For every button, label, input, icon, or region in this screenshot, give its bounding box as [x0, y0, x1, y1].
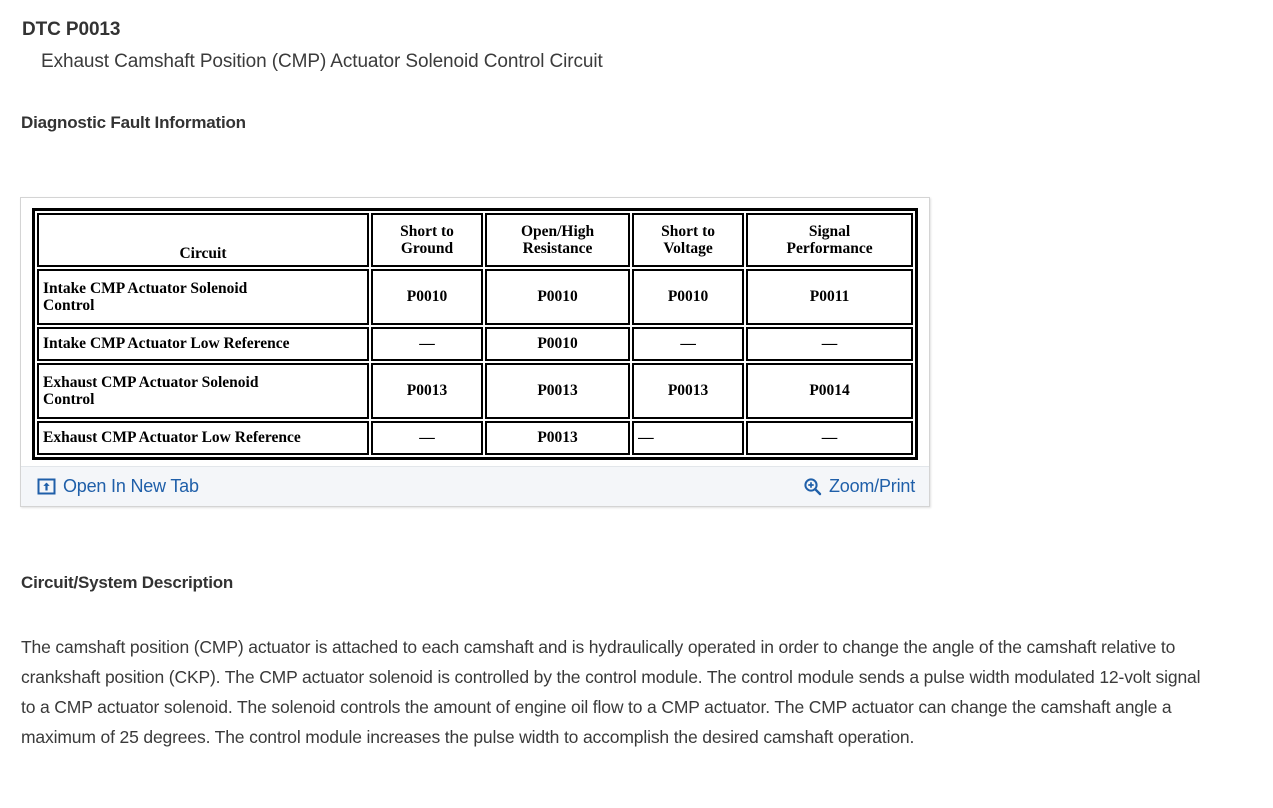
column-header-short-to-voltage: Short to Voltage: [632, 213, 745, 267]
column-header-open-high-resistance-line1: Open/High: [520, 222, 595, 240]
cell-circuit-name-line2: Control: [43, 391, 95, 408]
cell-short-to-voltage: —: [632, 421, 745, 455]
column-header-circuit: Circuit: [37, 213, 369, 267]
figure-content: Circuit Short to Ground Open/High Resist…: [21, 198, 929, 466]
cell-signal-performance: P0011: [746, 269, 913, 325]
section-heading-diagnostic-fault-information: Diagnostic Fault Information: [21, 113, 246, 132]
cell-short-to-ground: P0010: [371, 269, 484, 325]
column-header-open-high-resistance-line2: Resistance: [522, 240, 593, 257]
open-in-new-tab-icon: [37, 477, 56, 496]
cell-signal-performance: —: [746, 327, 913, 361]
column-header-signal-performance-line1: Signal: [808, 222, 851, 240]
cell-short-to-ground: —: [371, 421, 484, 455]
column-header-short-to-ground-line1: Short to: [400, 222, 454, 240]
magnifier-plus-icon: [803, 477, 822, 496]
cell-circuit-name: Exhaust CMP Actuator Low Reference: [37, 421, 369, 455]
column-header-short-to-ground: Short to Ground: [371, 213, 484, 267]
table-row: Exhaust CMP Actuator Low Reference — P00…: [37, 421, 913, 455]
open-in-new-tab-button[interactable]: Open In New Tab: [37, 476, 199, 497]
cell-signal-performance: —: [746, 421, 913, 455]
cell-short-to-voltage: P0013: [632, 363, 745, 419]
table-header-row: Circuit Short to Ground Open/High Resist…: [37, 213, 913, 267]
table-row: Intake CMP Actuator Low Reference — P001…: [37, 327, 913, 361]
diagnostic-fault-figure: Circuit Short to Ground Open/High Resist…: [20, 197, 930, 507]
cell-circuit-name: Exhaust CMP Actuator Solenoid Control: [37, 363, 369, 419]
diagnostic-fault-table: Circuit Short to Ground Open/High Resist…: [32, 208, 918, 460]
column-header-short-to-ground-line2: Ground: [400, 240, 454, 257]
column-header-open-high-resistance: Open/High Resistance: [485, 213, 631, 267]
column-header-short-to-voltage-line2: Voltage: [663, 240, 713, 257]
cell-circuit-name-line2: Control: [43, 297, 95, 314]
zoom-print-button[interactable]: Zoom/Print: [803, 476, 915, 497]
section-heading-circuit-system-description: Circuit/System Description: [21, 573, 234, 592]
figure-toolbar: Open In New Tab Zoom/Print: [21, 466, 929, 506]
cell-short-to-ground: —: [371, 327, 484, 361]
page-title: DTC P0013: [22, 19, 121, 40]
cell-circuit-name: Intake CMP Actuator Solenoid Control: [37, 269, 369, 325]
table-row: Exhaust CMP Actuator Solenoid Control P0…: [37, 363, 913, 419]
open-in-new-tab-label: Open In New Tab: [63, 475, 199, 496]
column-header-circuit-label: Circuit: [179, 244, 227, 262]
cell-signal-performance: P0014: [746, 363, 913, 419]
cell-open-high-resistance: P0010: [485, 269, 631, 325]
cell-short-to-voltage: P0010: [632, 269, 745, 325]
cell-open-high-resistance: P0010: [485, 327, 631, 361]
cell-open-high-resistance: P0013: [485, 363, 631, 419]
cell-circuit-name-line1: Intake CMP Actuator Solenoid: [43, 279, 248, 297]
cell-short-to-ground: P0013: [371, 363, 484, 419]
column-header-signal-performance-line2: Performance: [786, 240, 873, 257]
cell-circuit-name-line1: Exhaust CMP Actuator Solenoid: [43, 373, 259, 391]
circuit-system-description-paragraph: The camshaft position (CMP) actuator is …: [21, 637, 1201, 747]
column-header-short-to-voltage-line1: Short to: [661, 222, 715, 240]
cell-short-to-voltage: —: [632, 327, 745, 361]
cell-circuit-name: Intake CMP Actuator Low Reference: [37, 327, 369, 361]
zoom-print-label: Zoom/Print: [828, 475, 915, 496]
table-row: Intake CMP Actuator Solenoid Control P00…: [37, 269, 913, 325]
cell-open-high-resistance: P0013: [485, 421, 631, 455]
dtc-description: Exhaust Camshaft Position (CMP) Actuator…: [41, 51, 603, 72]
column-header-signal-performance: Signal Performance: [746, 213, 913, 267]
